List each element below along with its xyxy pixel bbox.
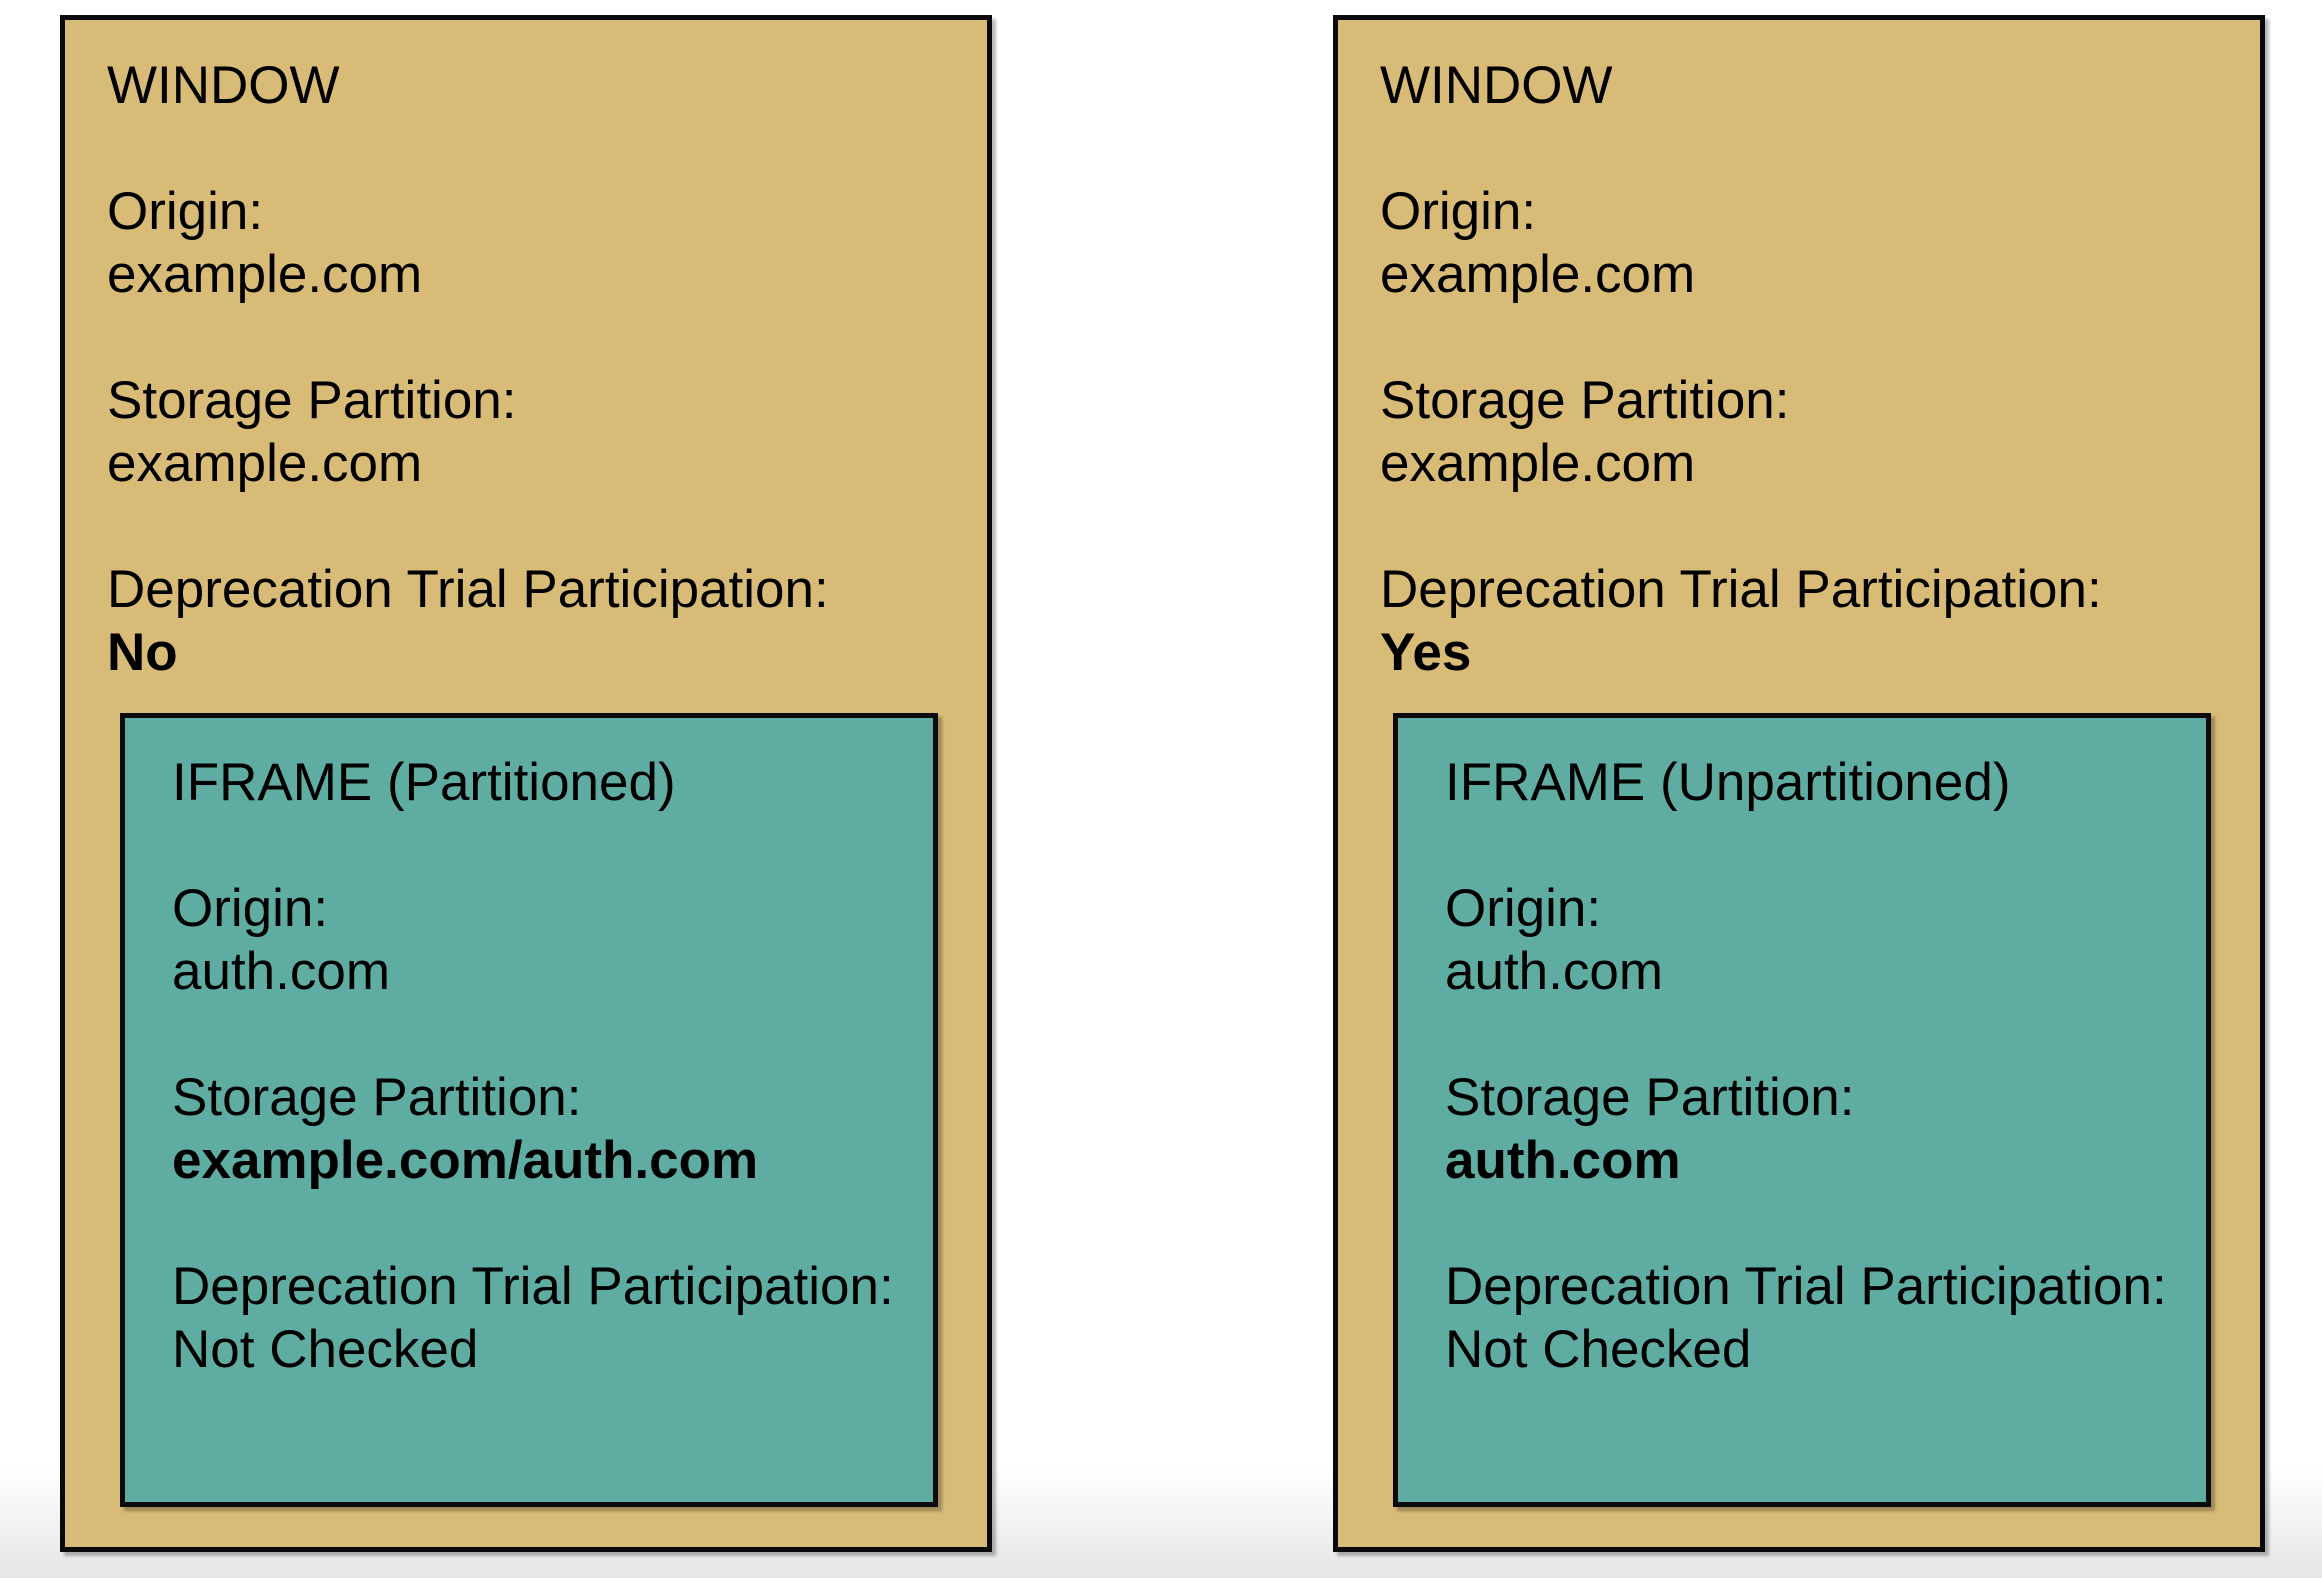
field-label: Storage Partition: <box>107 371 517 430</box>
field-label: Deprecation Trial Participation: <box>107 560 829 619</box>
field-deprecation-trial: Deprecation Trial Participation: Yes <box>1380 558 2218 684</box>
field-value: auth.com <box>172 942 391 1001</box>
field-value: example.com <box>1380 245 1696 304</box>
window-box-left: WINDOW Origin: example.com Storage Parti… <box>60 15 992 1552</box>
field-label: Origin: <box>172 879 329 938</box>
iframe-title: IFRAME (Partitioned) <box>172 753 676 812</box>
field-deprecation-trial: Deprecation Trial Participation: No <box>107 558 945 684</box>
field-deprecation-trial: Deprecation Trial Participation: Not Che… <box>1445 1255 2167 1381</box>
field-label: Storage Partition: <box>172 1068 582 1127</box>
field-storage-partition: Storage Partition: example.com <box>107 369 945 495</box>
iframe-box-partitioned: IFRAME (Partitioned) Origin: auth.com St… <box>120 713 938 1507</box>
iframe-box-unpartitioned: IFRAME (Unpartitioned) Origin: auth.com … <box>1393 713 2211 1507</box>
field-origin: Origin: example.com <box>107 180 945 306</box>
window-title: WINDOW <box>107 56 340 115</box>
field-deprecation-trial: Deprecation Trial Participation: Not Che… <box>172 1255 894 1381</box>
field-label: Deprecation Trial Participation: <box>172 1257 894 1316</box>
field-label: Origin: <box>1445 879 1602 938</box>
field-value: Not Checked <box>172 1320 479 1379</box>
field-value: example.com/auth.com <box>172 1131 759 1190</box>
field-value: example.com <box>1380 434 1696 493</box>
field-value: auth.com <box>1445 942 1664 1001</box>
field-storage-partition: Storage Partition: example.com <box>1380 369 2218 495</box>
iframe-title: IFRAME (Unpartitioned) <box>1445 753 2011 812</box>
field-storage-partition: Storage Partition: example.com/auth.com <box>172 1066 886 1192</box>
field-value: example.com <box>107 245 423 304</box>
field-origin: Origin: auth.com <box>172 877 886 1003</box>
field-value: Not Checked <box>1445 1320 1752 1379</box>
field-origin: Origin: auth.com <box>1445 877 2159 1003</box>
window-title: WINDOW <box>1380 56 1613 115</box>
field-value: example.com <box>107 434 423 493</box>
field-label: Deprecation Trial Participation: <box>1380 560 2102 619</box>
field-value: auth.com <box>1445 1131 1681 1190</box>
field-origin: Origin: example.com <box>1380 180 2218 306</box>
field-storage-partition: Storage Partition: auth.com <box>1445 1066 2159 1192</box>
field-label: Origin: <box>107 182 264 241</box>
field-label: Storage Partition: <box>1380 371 1790 430</box>
field-value: No <box>107 623 178 682</box>
window-box-right: WINDOW Origin: example.com Storage Parti… <box>1333 15 2265 1552</box>
field-label: Storage Partition: <box>1445 1068 1855 1127</box>
field-label: Deprecation Trial Participation: <box>1445 1257 2167 1316</box>
field-value: Yes <box>1380 623 1472 682</box>
field-label: Origin: <box>1380 182 1537 241</box>
